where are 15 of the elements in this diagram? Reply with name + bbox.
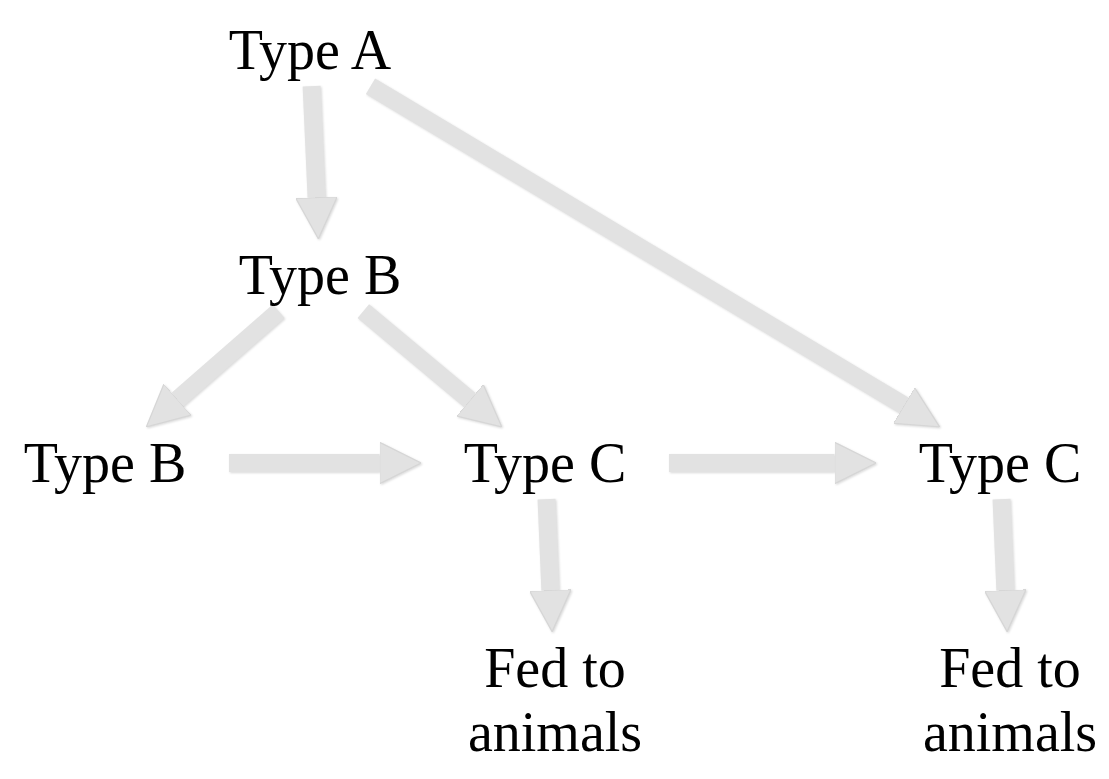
arrow	[365, 78, 941, 428]
arrow	[357, 304, 503, 428]
arrow	[984, 498, 1027, 633]
node-label: Fed to animals	[466, 635, 644, 765]
node-label: Type B	[237, 242, 403, 308]
arrow	[295, 85, 338, 240]
node-label: Type C	[462, 430, 628, 496]
arrow	[669, 441, 877, 485]
node-label: Type B	[22, 430, 188, 496]
node-label: Type C	[917, 430, 1083, 496]
node-label: Fed to animals	[921, 635, 1099, 765]
arrow	[529, 498, 572, 633]
arrow	[145, 304, 285, 428]
node-label: Type A	[227, 17, 393, 83]
arrow	[229, 441, 422, 485]
